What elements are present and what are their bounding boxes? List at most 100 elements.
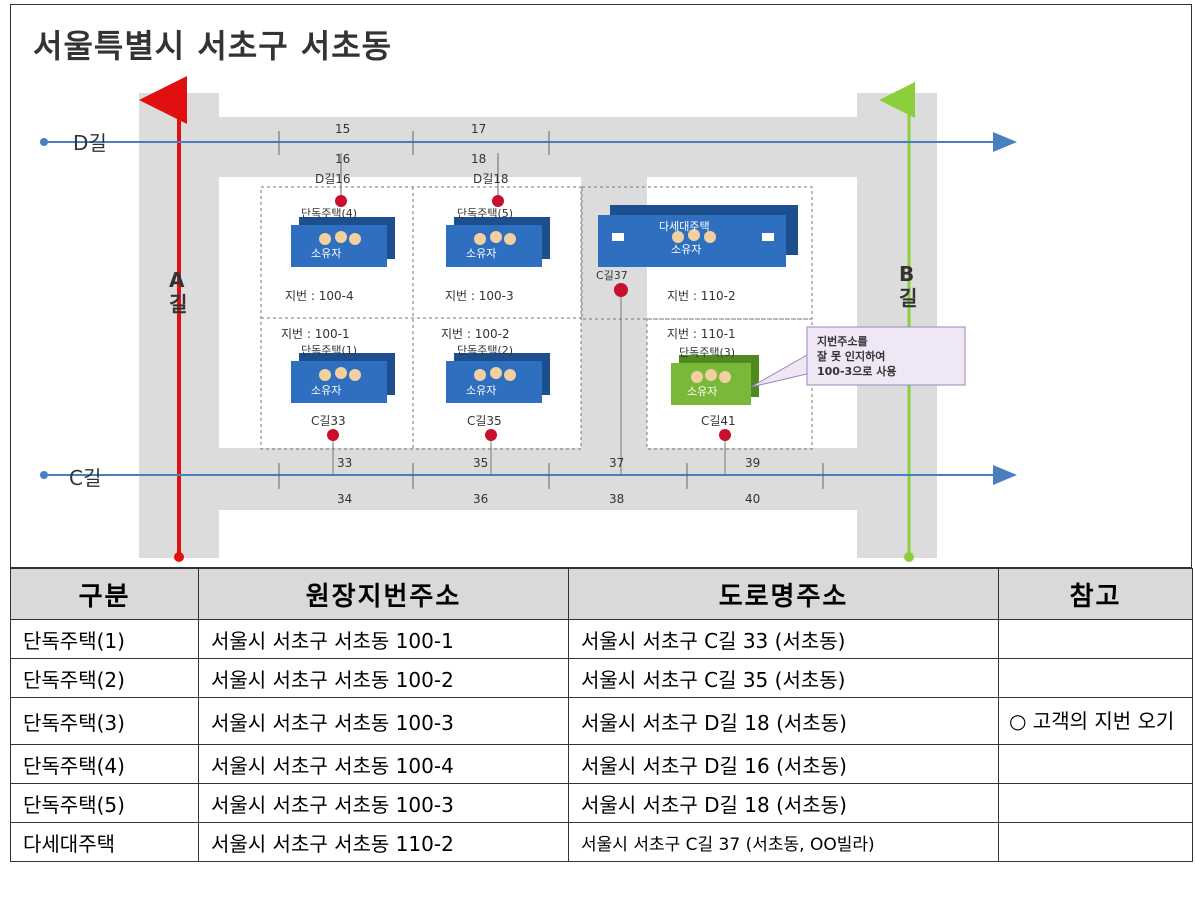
house-5-name: 단독주택(5): [457, 207, 513, 220]
house-3-lot: 지번 : 110-1: [667, 327, 736, 341]
cell-note: ○ 고객의 지번 오기: [998, 697, 1193, 745]
a-road-label-2: 길: [169, 292, 187, 316]
house-5: [446, 217, 550, 267]
cell-category: 단독주택(4): [10, 744, 199, 784]
table-row: 단독주택(1) 서울시 서초구 서초동 100-1 서울시 서초구 C길 33 …: [10, 619, 1193, 659]
cell-road-address: 서울시 서초구 C길 35 (서초동): [568, 658, 999, 698]
house-5-owner: 소유자: [466, 247, 496, 260]
pin-c33: [327, 429, 339, 441]
cell-category: 단독주택(3): [10, 697, 199, 745]
c-num-bottom-2: 38: [609, 492, 624, 506]
house-3-owner: 소유자: [687, 385, 717, 398]
d-num-bottom-0: 16: [335, 152, 350, 166]
house-2: [446, 353, 550, 403]
d-road-start: [40, 138, 48, 146]
cell-category: 다세대주택: [10, 822, 199, 862]
a-road-end: [174, 552, 184, 562]
table-row: 단독주택(4) 서울시 서초구 서초동 100-4 서울시 서초구 D길 16 …: [10, 744, 1193, 784]
callout-line-3: 100-3으로 사용: [817, 364, 897, 378]
cell-category: 단독주택(5): [10, 783, 199, 823]
cell-lot-address: 서울시 서초구 서초동 100-2: [198, 658, 569, 698]
cell-note: [998, 822, 1193, 862]
pin-d16: [335, 195, 347, 207]
cell-lot-address: 서울시 서초구 서초동 110-2: [198, 822, 569, 862]
house-5-lot: 지번 : 100-3: [445, 289, 514, 303]
b-road-label-2: 길: [899, 286, 917, 310]
house-1-name: 단독주택(1): [301, 344, 357, 357]
c-num-bottom-1: 36: [473, 492, 488, 506]
b-road-end: [904, 552, 914, 562]
pin-label-d16: D길16: [315, 172, 351, 186]
cell-road-address: 서울시 서초구 D길 18 (서초동): [568, 783, 999, 823]
house-1: [291, 353, 395, 403]
header-lot-address: 원장지번주소: [198, 568, 569, 620]
c-road-start: [40, 471, 48, 479]
c-num-bottom-3: 40: [745, 492, 760, 506]
pin-label-c41: C길41: [701, 414, 736, 428]
callout-line-1: 지번주소를: [817, 334, 868, 348]
a-road-label-1: A: [169, 268, 185, 292]
house-1-owner: 소유자: [311, 384, 341, 397]
cell-note: [998, 619, 1193, 659]
d-num-bottom-1: 18: [471, 152, 486, 166]
c-road-surface: [139, 448, 937, 510]
d-road-label: D길: [73, 131, 107, 155]
d-num-top-0: 15: [335, 122, 350, 136]
cell-road-address: 서울시 서초구 D길 16 (서초동): [568, 744, 999, 784]
map-title: 서울특별시 서초구 서초동: [33, 27, 393, 65]
cell-lot-address: 서울시 서초구 서초동 100-3: [198, 783, 569, 823]
house-4-lot: 지번 : 100-4: [285, 289, 354, 303]
callout-pointer: [750, 354, 812, 388]
house-4: [291, 217, 395, 267]
table-row: 단독주택(5) 서울시 서초구 서초동 100-3 서울시 서초구 D길 18 …: [10, 783, 1193, 823]
header-note: 참고: [998, 568, 1193, 620]
b-road-label-1: B: [899, 262, 914, 286]
cell-note: [998, 744, 1193, 784]
c-num-top-1: 35: [473, 456, 488, 470]
c-num-bottom-0: 34: [337, 492, 352, 506]
house-2-owner: 소유자: [466, 384, 496, 397]
road-map: D길 C길 A 길 B 길 15 17 16 18 33 35 37 39 34…: [40, 76, 1017, 562]
cell-category: 단독주택(2): [10, 658, 199, 698]
map-frame: 서울특별시 서초구 서초동: [10, 4, 1192, 568]
cell-lot-address: 서울시 서초구 서초동 100-3: [198, 697, 569, 745]
house-1-lot: 지번 : 100-1: [281, 327, 350, 341]
house-multi-name: 다세대주택: [659, 220, 710, 233]
c-num-top-2: 37: [609, 456, 624, 470]
c-num-top-3: 39: [745, 456, 760, 470]
cell-road-address: 서울시 서초구 C길 33 (서초동): [568, 619, 999, 659]
cell-road-address: 서울시 서초구 C길 37 (서초동, OO빌라): [568, 822, 999, 862]
table-row: 단독주택(3) 서울시 서초구 서초동 100-3 서울시 서초구 D길 18 …: [10, 697, 1193, 745]
table-row: 다세대주택 서울시 서초구 서초동 110-2 서울시 서초구 C길 37 (서…: [10, 822, 1193, 862]
cell-category: 단독주택(1): [10, 619, 199, 659]
cell-road-address: 서울시 서초구 D길 18 (서초동): [568, 697, 999, 745]
pin-c37: [614, 283, 628, 297]
house-4-owner: 소유자: [311, 247, 341, 260]
house-3-name: 단독주택(3): [679, 346, 735, 359]
d-num-top-1: 17: [471, 122, 486, 136]
house-multi: [598, 205, 798, 267]
house-4-name: 단독주택(4): [301, 207, 357, 220]
pin-label-d18: D길18: [473, 172, 509, 186]
cell-lot-address: 서울시 서초구 서초동 100-4: [198, 744, 569, 784]
callout-box: [806, 326, 966, 386]
house-multi-lot: 지번 : 110-2: [667, 289, 736, 303]
pin-c35: [485, 429, 497, 441]
house-2-name: 단독주택(2): [457, 344, 513, 357]
pin-label-c33: C길33: [311, 414, 346, 428]
cell-note: [998, 658, 1193, 698]
header-category: 구분: [10, 568, 199, 620]
pin-c41: [719, 429, 731, 441]
table-header-row: 구분 원장지번주소 도로명주소 참고: [10, 568, 1193, 620]
pin-d18: [492, 195, 504, 207]
c-road-label: C길: [69, 466, 101, 490]
house-multi-owner: 소유자: [671, 243, 701, 256]
pin-label-c37: C길37: [596, 269, 628, 282]
house-3: [671, 355, 759, 405]
callout-line-2: 잘 못 인지하여: [817, 349, 885, 363]
cell-note: [998, 783, 1193, 823]
cell-lot-address: 서울시 서초구 서초동 100-1: [198, 619, 569, 659]
d-road-surface: [139, 117, 937, 177]
table-row: 단독주택(2) 서울시 서초구 서초동 100-2 서울시 서초구 C길 35 …: [10, 658, 1193, 698]
c-num-top-0: 33: [337, 456, 352, 470]
